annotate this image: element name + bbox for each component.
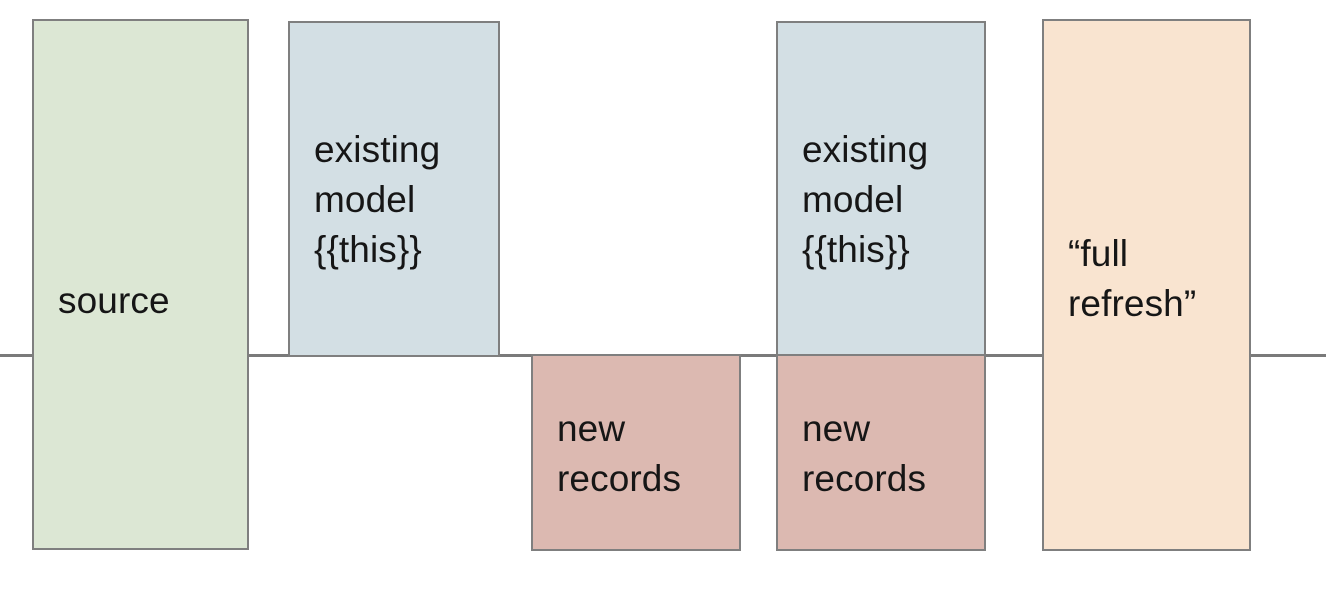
block-full-refresh[interactable]: “full refresh” [1042,19,1251,551]
block-new-records-2-label: new records [802,408,927,499]
block-full-refresh-label: “full refresh” [1068,233,1197,324]
block-new-records-1-label: new records [557,408,682,499]
block-existing-model-1[interactable]: existing model {{this}} [288,21,500,357]
block-source-label: source [58,280,170,321]
block-existing-model-1-label: existing model {{this}} [314,129,441,270]
block-existing-model-2-label: existing model {{this}} [802,129,929,270]
block-existing-model-2[interactable]: existing model {{this}} [776,21,986,357]
block-source[interactable]: source [32,19,249,550]
block-new-records-2[interactable]: new records [776,354,986,551]
block-new-records-1[interactable]: new records [531,354,741,551]
